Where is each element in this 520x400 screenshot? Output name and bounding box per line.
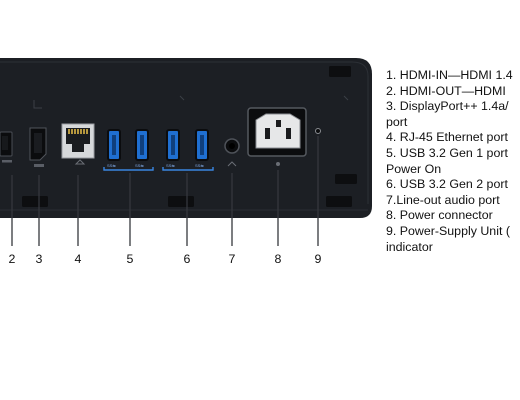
callout-number: 3	[35, 252, 43, 266]
psu-indicator-led	[315, 128, 321, 134]
legend-line: 3. DisplayPort++ 1.4a/	[386, 99, 509, 114]
usb-3-2-gen1-ports: SS⇆ SS⇆	[107, 129, 149, 168]
callout-number: 7	[228, 252, 236, 266]
callout-number: 8	[274, 252, 282, 266]
svg-text:SS⇆: SS⇆	[107, 163, 116, 168]
power-connector	[247, 107, 307, 166]
dock-chassis	[0, 58, 372, 218]
callout-number: 4	[74, 252, 82, 266]
legend-line: 7.Line-out audio port	[386, 192, 500, 207]
legend-line: 9. Power-Supply Unit (	[386, 223, 510, 238]
callout-number: 5	[126, 252, 134, 266]
displayport-port	[29, 127, 47, 167]
legend-line: 1. HDMI-IN—HDMI 1.4	[386, 68, 513, 82]
rubber-foot	[329, 66, 351, 77]
callout-number: 2	[8, 252, 16, 266]
rubber-foot	[335, 174, 357, 184]
rubber-foot	[326, 196, 352, 207]
callout-number: 9	[314, 252, 322, 266]
legend-line: 5. USB 3.2 Gen 1 port	[386, 145, 508, 160]
rubber-foot	[168, 196, 194, 207]
hdmi-out-port	[0, 131, 13, 163]
svg-text:SS⇆: SS⇆	[195, 163, 204, 168]
legend-line: 4. RJ-45 Ethernet port	[386, 130, 508, 145]
rubber-foot	[22, 196, 48, 207]
legend-line: 8. Power connector	[386, 208, 493, 223]
legend-line: 6. USB 3.2 Gen 2 port	[386, 177, 508, 192]
callout-number: 6	[183, 252, 191, 266]
svg-text:SS⇆: SS⇆	[135, 163, 144, 168]
svg-text:SS⇆: SS⇆	[166, 163, 175, 168]
callout-leader-lines	[11, 136, 319, 246]
legend-line: Power On	[386, 161, 442, 176]
rj45-ethernet-port	[61, 123, 95, 165]
legend-line: indicator	[386, 239, 433, 254]
port-legend: 1. HDMI-IN—HDMI 1.4 2. HDMI-OUT—HDMI 3. …	[386, 68, 520, 255]
legend-line: 2. HDMI-OUT—HDMI	[386, 83, 506, 98]
usb-group-5-bracket	[103, 167, 154, 171]
usb-group-6-bracket	[162, 167, 214, 171]
line-out-audio-port	[224, 138, 240, 167]
legend-line: port	[386, 114, 408, 129]
usb-3-2-gen2-ports: SS⇆ SS⇆	[166, 129, 209, 168]
